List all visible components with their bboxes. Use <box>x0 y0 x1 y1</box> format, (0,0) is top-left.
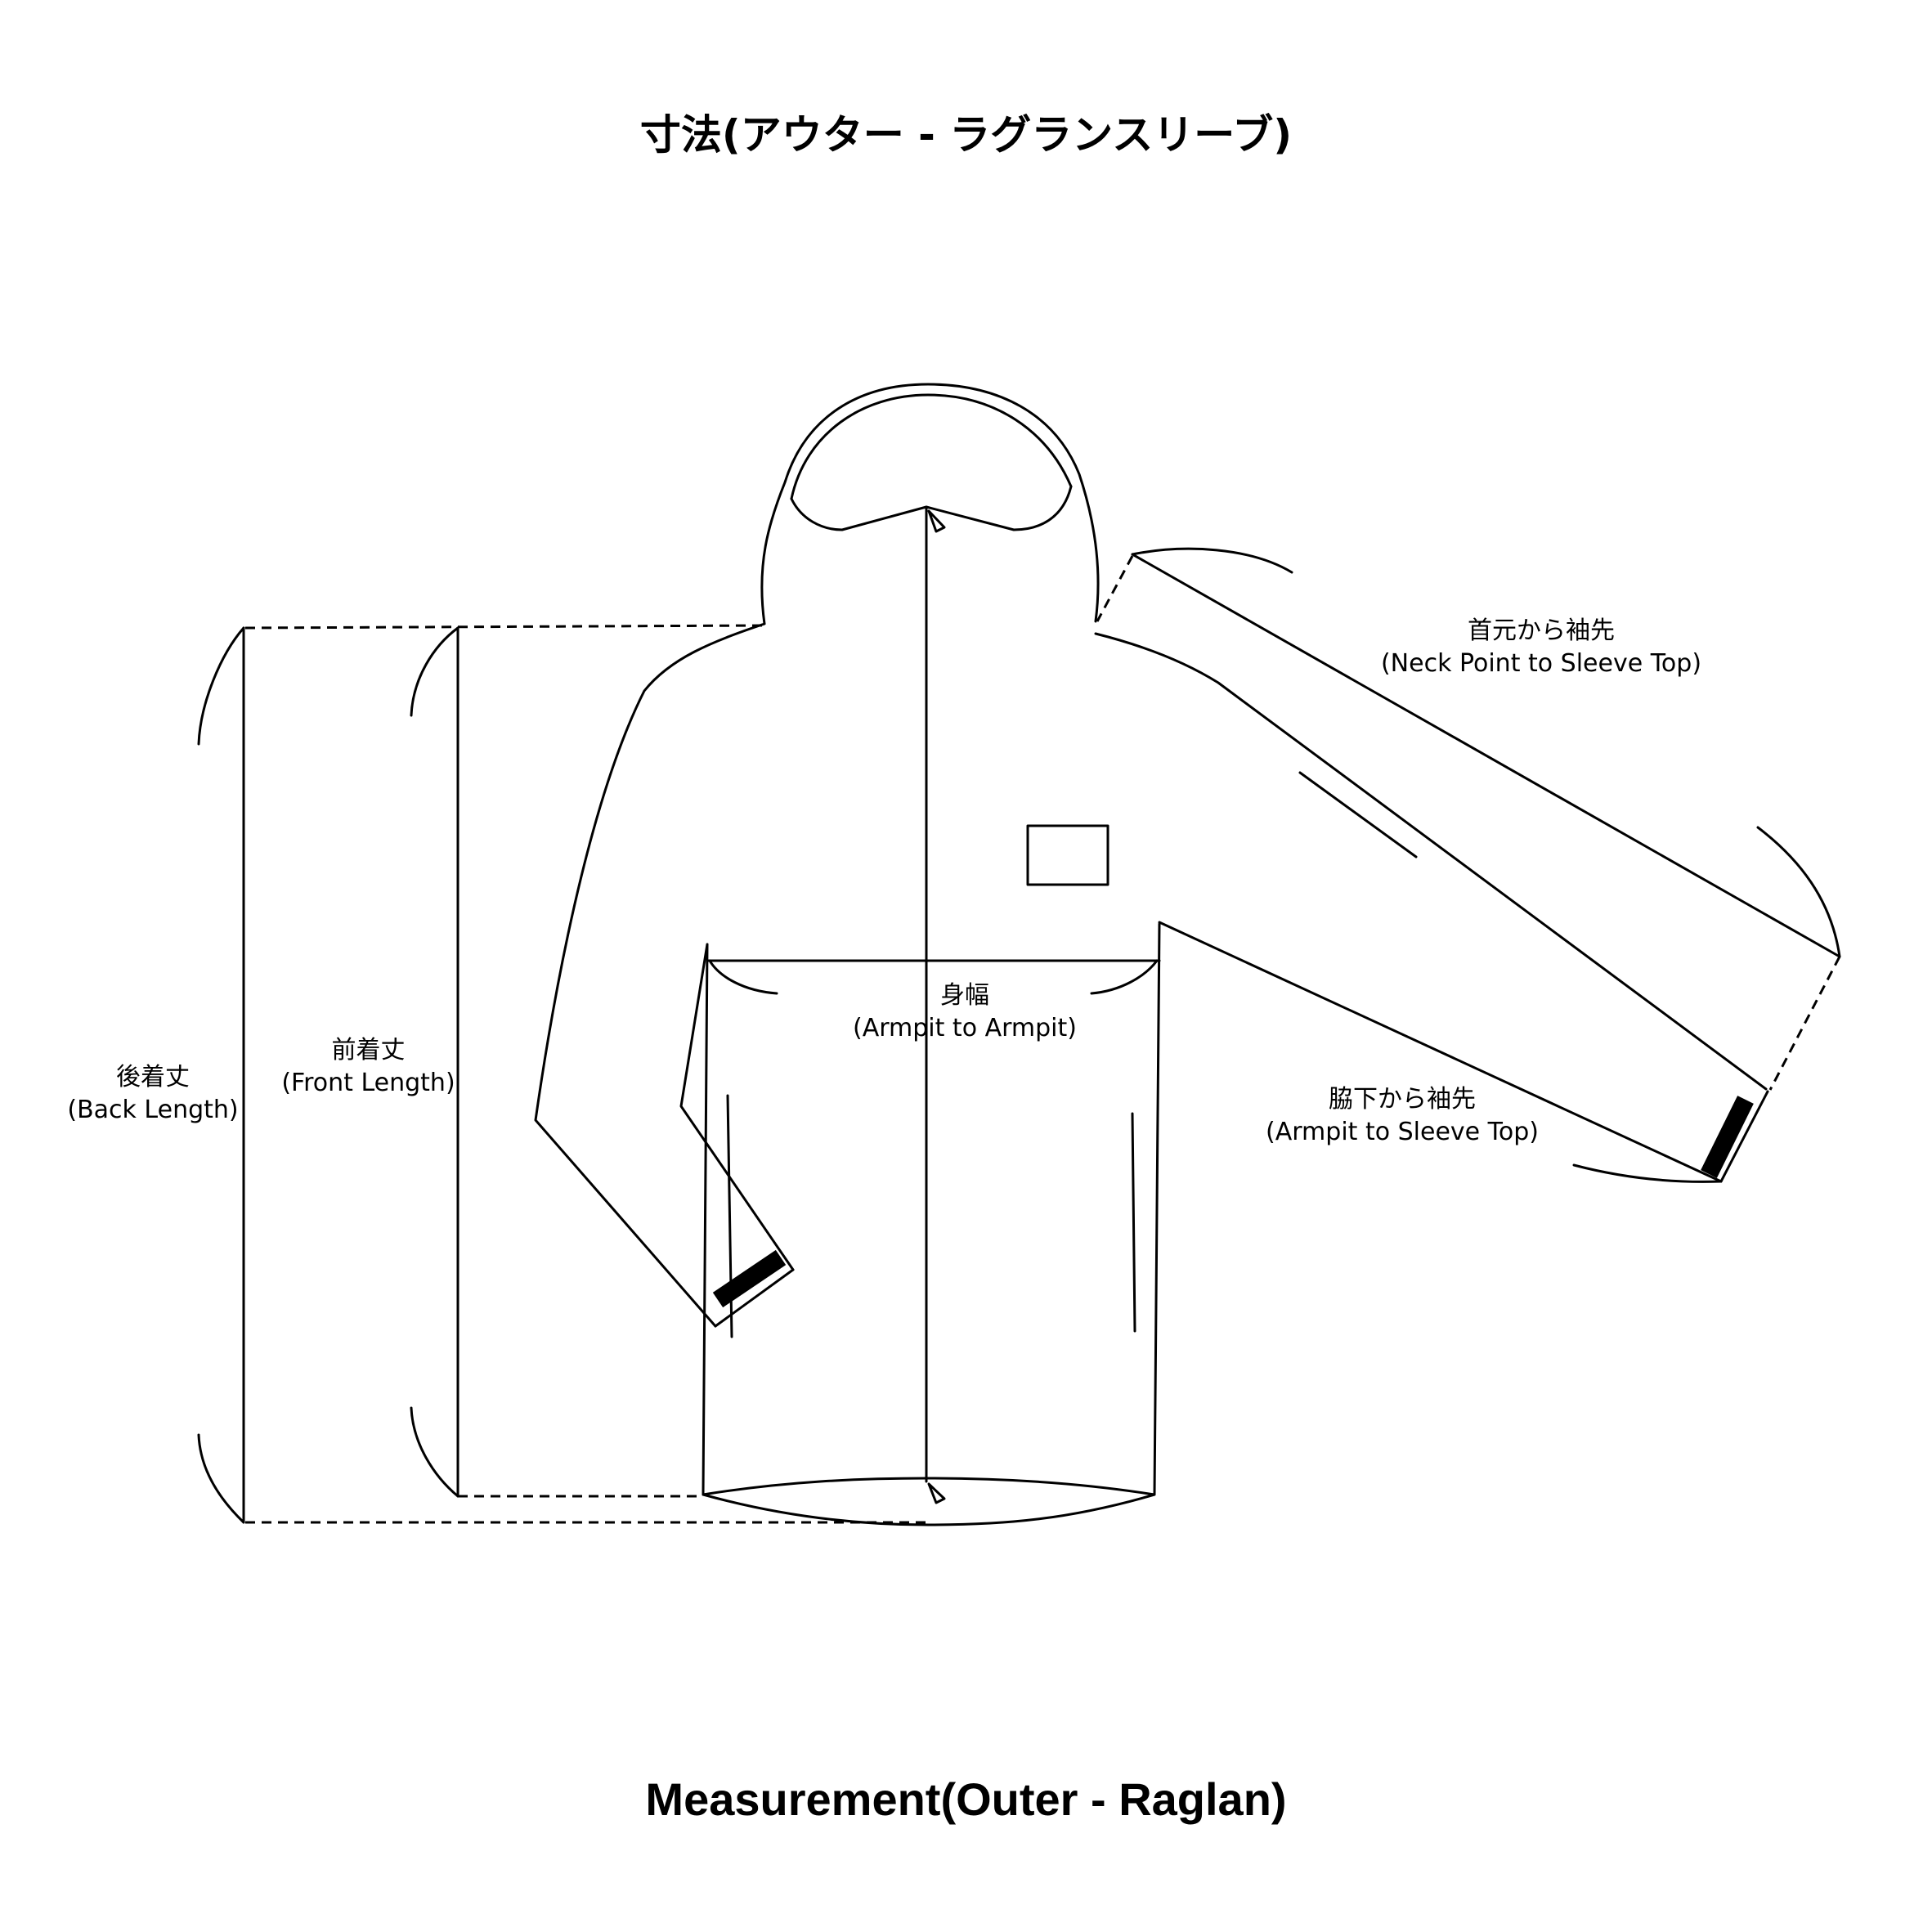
sleeve-top-guide <box>1768 956 1841 1091</box>
title-english: Measurement(Outer - Raglan) <box>645 1773 1287 1825</box>
label-front-length: 前着丈 (Front Length) <box>268 1034 468 1100</box>
left-cuff-band <box>712 1249 787 1308</box>
label-back-length: 後着丈 (Back Length) <box>47 1061 258 1127</box>
right-raglan-seam <box>1094 632 1768 1091</box>
label-neck-to-sleeve-en: (Neck Point to Sleeve Top) <box>1380 649 1702 678</box>
hood-opening <box>790 485 1073 531</box>
left-cuff-end <box>714 1268 795 1328</box>
right-sleeve-top <box>1131 553 1841 958</box>
right-cuff-band <box>1701 1096 1754 1178</box>
sleeve-crease <box>1298 771 1418 858</box>
right-pocket-zip <box>1131 1112 1136 1333</box>
title-japanese: 寸法(アウター - ラグランスリーブ) <box>639 111 1293 159</box>
back-length-bracket-top <box>197 626 245 746</box>
zipper-top-pull <box>927 509 946 533</box>
right-cuff-end <box>1719 1090 1769 1183</box>
neck-point-guide <box>1096 555 1134 622</box>
left-sleeve-outer <box>534 622 766 1328</box>
label-chest-width-jp: 身幅 <box>940 981 989 1010</box>
front-length-bracket-top <box>410 626 459 717</box>
label-armpit-to-sleeve: 脇下から袖先 (Armpit to Sleeve Top) <box>1230 1083 1574 1149</box>
label-chest-width-en: (Armpit to Armpit) <box>853 1014 1077 1042</box>
chest-arc-left <box>708 959 778 995</box>
label-armpit-to-sleeve-jp: 脇下から袖先 <box>1329 1085 1476 1114</box>
chest-patch <box>1026 824 1109 886</box>
neck-sleeve-arc-end <box>1756 826 1841 958</box>
body-right-side <box>1153 922 1161 1496</box>
label-armpit-to-sleeve-en: (Armpit to Sleeve Top) <box>1266 1118 1539 1146</box>
label-front-length-en: (Front Length) <box>281 1069 455 1097</box>
label-chest-width: 身幅 (Armpit to Armpit) <box>830 979 1100 1045</box>
back-length-top-guide <box>244 624 765 630</box>
label-back-length-jp: 後着丈 <box>116 1063 190 1092</box>
body-left-side <box>702 943 709 1496</box>
armpit-sleeve-arc <box>1572 1163 1723 1183</box>
right-sleeve-bottom <box>1158 921 1723 1183</box>
hood-outer <box>760 383 1100 625</box>
left-sleeve-inner <box>679 943 795 1271</box>
label-front-length-jp: 前着丈 <box>331 1036 406 1065</box>
front-length-bracket-bottom <box>410 1406 459 1498</box>
chest-arc-right <box>1090 959 1159 995</box>
label-neck-to-sleeve: 首元から袖先 (Neck Point to Sleeve Top) <box>1357 615 1725 680</box>
zipper-bottom-pull <box>927 1482 946 1504</box>
hood-inner <box>790 393 1073 500</box>
label-neck-to-sleeve-jp: 首元から袖先 <box>1468 616 1615 645</box>
label-back-length-en: (Back Length) <box>67 1096 239 1124</box>
neck-sleeve-arc-start <box>1131 547 1293 574</box>
left-pocket-zip <box>726 1094 733 1338</box>
back-length-bracket-bottom <box>197 1433 245 1524</box>
